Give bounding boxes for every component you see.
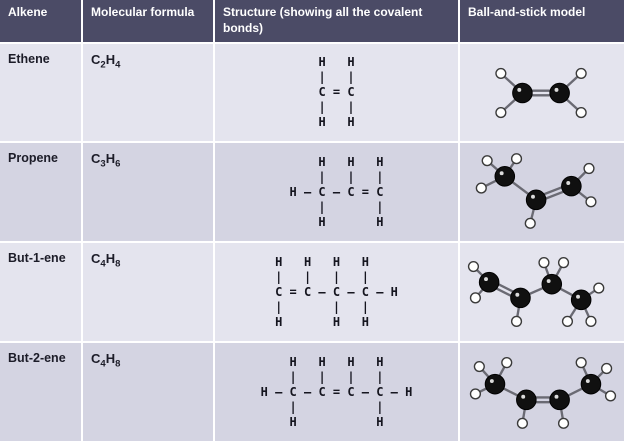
structure-diagram-but-1-ene: H H H H | | | | C = C — C — C — H | | | … (275, 254, 398, 329)
ball-and-stick-model-propene (460, 143, 624, 241)
structure-cell-but-2-ene: H H H H | | | | H — C — C = C — C — H | … (215, 343, 458, 441)
structure-diagram-ethene: H H | | C = C | | H H (318, 55, 355, 129)
structure-diagram-propene: H H H | | | H — C — C = C | | H H (289, 154, 384, 229)
alkene-name-but-1-ene: But-1-ene (0, 243, 81, 341)
ball-and-stick-model-ethene (460, 44, 624, 141)
molecular-formula-but-2-ene: C4H8 (83, 343, 213, 441)
alkene-name-ethene: Ethene (0, 44, 81, 141)
ball-and-stick-model-but-1-ene (460, 243, 624, 341)
alkene-name-but-2-ene: But-2-ene (0, 343, 81, 441)
molecular-formula-but-1-ene: C4H8 (83, 243, 213, 341)
molecular-formula-propene: C3H6 (83, 143, 213, 241)
molecular-formula-ethene: C2H4 (83, 44, 213, 141)
header-cell-structure: Structure (showing all the covalent bond… (215, 0, 458, 42)
structure-diagram-but-2-ene: H H H H | | | | H — C — C = C — C — H | … (260, 354, 413, 429)
header-cell-alkene: Alkene (0, 0, 81, 42)
header-cell-ball-and-stick-model: Ball-and-stick model (460, 0, 624, 42)
ball-and-stick-model-but-2-ene (460, 343, 624, 441)
alkene-name-propene: Propene (0, 143, 81, 241)
structure-cell-ethene: H H | | C = C | | H H (215, 44, 458, 141)
structure-cell-but-1-ene: H H H H | | | | C = C — C — C — H | | | … (215, 243, 458, 341)
structure-cell-propene: H H H | | | H — C — C = C | | H H (215, 143, 458, 241)
header-cell-molecular-formula: Molecular formula (83, 0, 213, 42)
